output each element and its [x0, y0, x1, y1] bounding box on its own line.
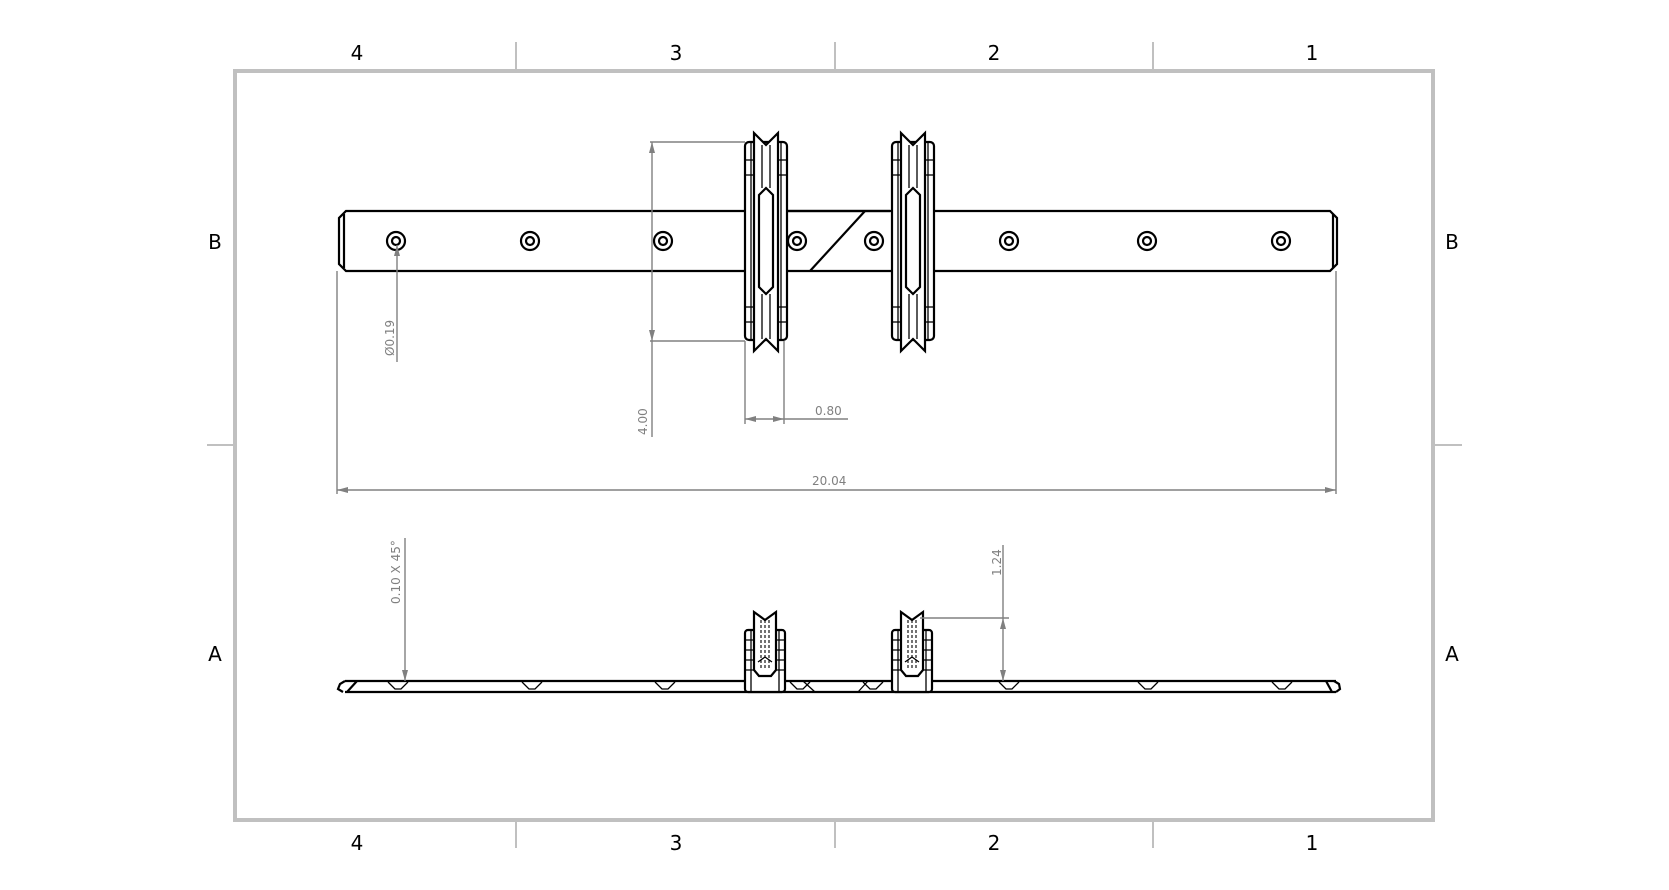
dimension-wheel-rise: 1.24	[920, 545, 1009, 681]
hole-icon	[1136, 230, 1158, 252]
front-view	[336, 609, 1342, 694]
dimension-overall-length-text: 20.04	[812, 474, 846, 488]
zone-label-left-a: A	[208, 642, 222, 666]
top-view	[337, 130, 1339, 354]
hole-icon	[786, 230, 808, 252]
hole-icon	[519, 230, 541, 252]
wheel-hub	[904, 186, 922, 296]
dimension-chamfer: 0.10 X 45°	[389, 538, 408, 681]
wheel-front-2	[890, 609, 934, 694]
dimension-overall-length: 20.04	[336, 271, 1337, 494]
zone-label-left-b: B	[208, 230, 222, 254]
drawing-frame	[233, 69, 1435, 822]
wheel-front-1	[743, 609, 787, 694]
countersink-marks	[387, 681, 1293, 690]
zone-label-bottom-1: 1	[1306, 831, 1319, 855]
zone-label-bottom-2: 2	[988, 831, 1001, 855]
zone-label-right-a: A	[1445, 642, 1459, 666]
dimension-chamfer-text: 0.10 X 45°	[389, 540, 403, 604]
splice-line	[802, 680, 816, 693]
wheel-top-1	[743, 130, 789, 354]
dimension-wheel-height-text: 4.00	[636, 408, 650, 435]
zone-label-bottom-4: 4	[351, 831, 364, 855]
dimension-wheel-width-text: 0.80	[815, 404, 842, 418]
zone-label-bottom-3: 3	[670, 831, 683, 855]
splice-line	[857, 680, 869, 693]
zone-label-top-1: 1	[1306, 41, 1319, 65]
wheel-rim	[899, 130, 927, 354]
mounting-holes	[385, 230, 1292, 252]
dimension-hole-diameter: Ø0.19	[383, 245, 400, 362]
bar-outline	[337, 209, 1339, 273]
splice-line	[809, 210, 866, 272]
zone-label-top-3: 3	[670, 41, 683, 65]
dimension-wheel-rise-text: 1.24	[990, 549, 1004, 576]
wheel-rim	[752, 130, 780, 354]
wheel-top-2	[890, 130, 936, 354]
hole-icon	[385, 230, 407, 252]
zone-label-top-2: 2	[988, 41, 1001, 65]
hole-icon	[652, 230, 674, 252]
hole-icon	[1270, 230, 1292, 252]
hole-icon	[863, 230, 885, 252]
chamfer-right	[1333, 680, 1342, 693]
dimension-hole-diameter-text: Ø0.19	[383, 320, 397, 356]
chamfer-left	[336, 680, 346, 693]
dimension-wheel-height: 4.00	[636, 141, 745, 437]
wheel-hub	[757, 186, 775, 296]
hole-icon	[998, 230, 1020, 252]
zone-label-top-4: 4	[351, 41, 364, 65]
zone-label-right-b: B	[1445, 230, 1459, 254]
dimension-wheel-width: 0.80	[744, 341, 848, 424]
